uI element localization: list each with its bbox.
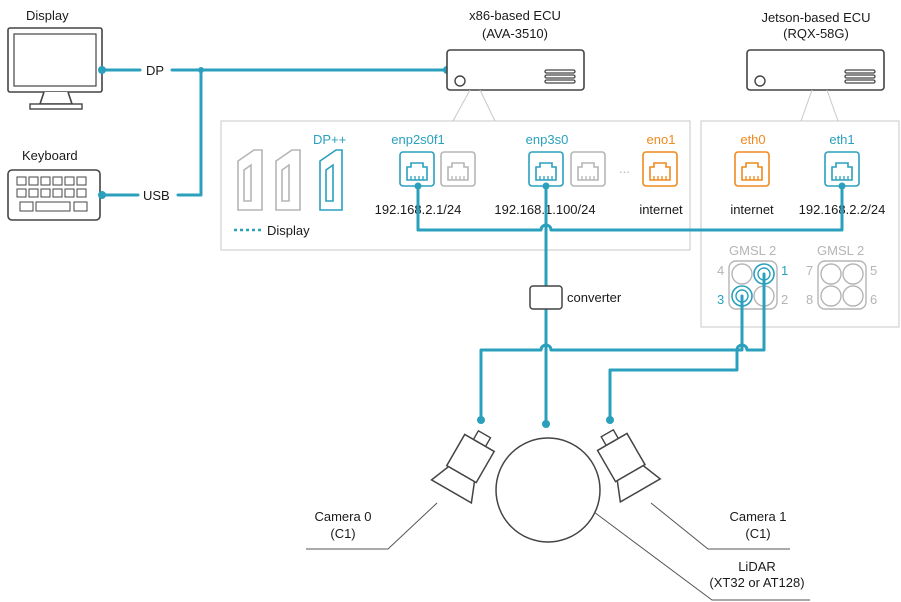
x86-ecu-device xyxy=(446,49,585,91)
eno1-port-icon xyxy=(642,151,678,187)
dp-link-label: DP xyxy=(146,63,164,78)
jetson-ecu-model: (RQX-58G) xyxy=(783,26,849,41)
gmsl-b-number-6: 6 xyxy=(870,292,877,307)
display-icon xyxy=(7,27,103,110)
usb-link-label: USB xyxy=(143,188,170,203)
jetson-ports-panel xyxy=(700,120,900,328)
jetson-ecu-title: Jetson-based ECU xyxy=(761,10,870,25)
gmsl-a-number-3: 3 xyxy=(717,292,724,307)
converter-label: converter xyxy=(567,290,622,305)
eth1-port-icon xyxy=(824,151,860,187)
converter-box xyxy=(529,285,563,310)
dp-port-teal xyxy=(319,149,343,211)
spare-port-icon-2 xyxy=(570,151,606,187)
x86-ports-panel xyxy=(220,120,691,251)
gmsl-b-number-5: 5 xyxy=(870,263,877,278)
enp2s0f1-label: enp2s0f1 xyxy=(391,132,445,147)
dp-port-grey-2 xyxy=(275,149,301,211)
camera0-callout-line xyxy=(306,502,438,550)
camera1-name: Camera 1 xyxy=(729,509,786,524)
eno1-ip: internet xyxy=(639,202,683,217)
camera1-callout-line xyxy=(650,502,790,550)
camera1-icon xyxy=(596,428,662,504)
x86-ecu-model: (AVA-3510) xyxy=(482,26,548,41)
jetson-ecu-device xyxy=(746,49,885,91)
enp3s0-port-icon xyxy=(528,151,564,187)
camera1-type: (C1) xyxy=(745,526,770,541)
jetson-callout-lines xyxy=(800,89,839,122)
lidar-icon xyxy=(495,437,601,543)
gmsl-connector-a xyxy=(728,260,778,310)
ports-ellipsis: ... xyxy=(619,161,630,176)
gmsl-a-number-2: 2 xyxy=(781,292,788,307)
lidar-type: (XT32 or AT128) xyxy=(709,575,804,590)
eth0-ip: internet xyxy=(730,202,774,217)
camera0-icon xyxy=(430,429,496,505)
camera0-type: (C1) xyxy=(330,526,355,541)
eno1-label: eno1 xyxy=(647,132,676,147)
camera0-name: Camera 0 xyxy=(314,509,371,524)
keyboard-icon xyxy=(7,169,101,221)
dp-port-label: DP++ xyxy=(313,132,346,147)
eth1-label: eth1 xyxy=(829,132,854,147)
keyboard-label: Keyboard xyxy=(22,148,78,163)
lidar-callout-line xyxy=(593,511,810,601)
ethernet-wiring xyxy=(414,182,846,428)
enp3s0-label: enp3s0 xyxy=(526,132,569,147)
gmsl-b-label: GMSL 2 xyxy=(817,243,864,258)
x86-ecu-title: x86-based ECU xyxy=(469,8,561,23)
display-label: Display xyxy=(26,8,69,23)
display-legend-label: Display xyxy=(267,223,310,238)
gmsl-connector-b xyxy=(817,260,867,310)
x86-callout-lines xyxy=(452,89,496,122)
enp2s0f1-port-icon xyxy=(399,151,435,187)
gmsl-camera-wiring xyxy=(477,272,766,424)
gmsl-a-number-1: 1 xyxy=(781,263,788,278)
eth0-port-icon xyxy=(734,151,770,187)
dp-port-grey-1 xyxy=(237,149,263,211)
gmsl-a-label: GMSL 2 xyxy=(729,243,776,258)
lidar-name: LiDAR xyxy=(738,559,776,574)
eth0-label: eth0 xyxy=(740,132,765,147)
gmsl-a-number-4: 4 xyxy=(717,263,724,278)
spare-port-icon-1 xyxy=(440,151,476,187)
gmsl-b-number-7: 7 xyxy=(806,263,813,278)
gmsl-b-number-8: 8 xyxy=(806,292,813,307)
